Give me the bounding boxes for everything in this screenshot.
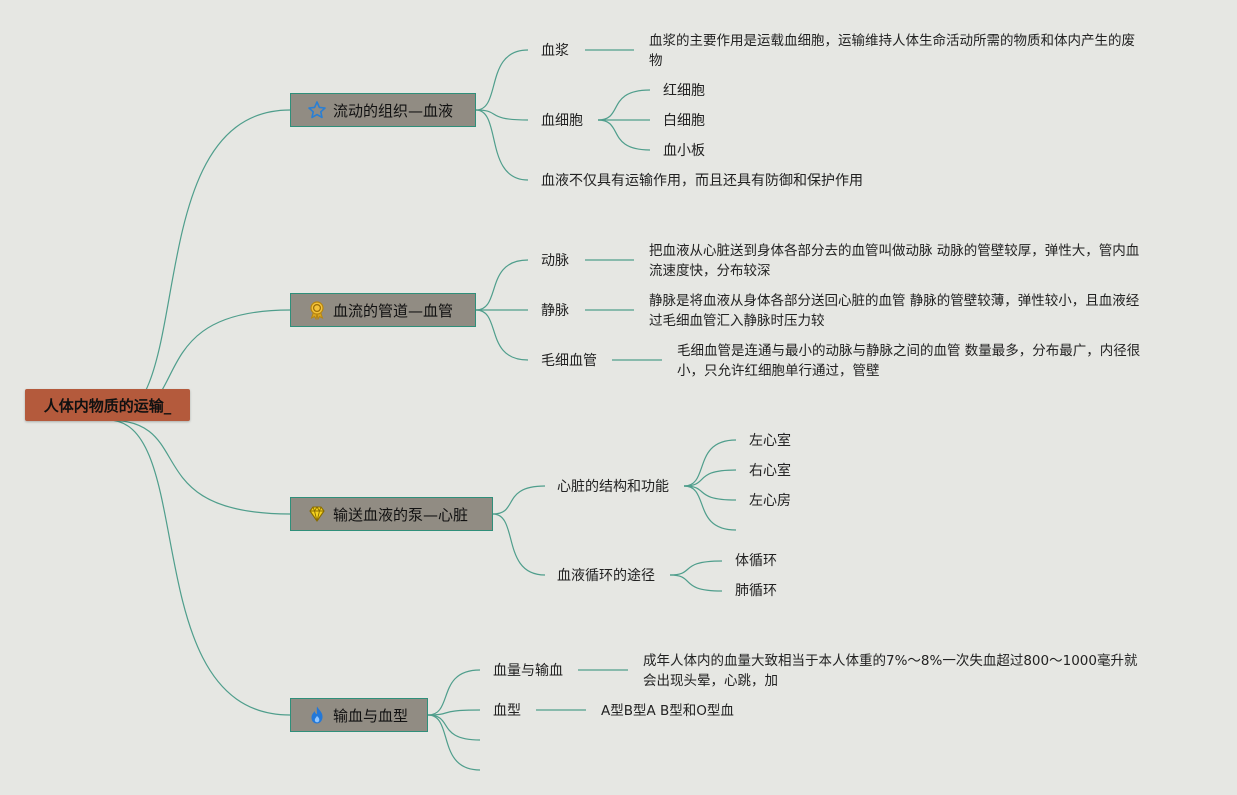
heart-child-0 [492, 485, 546, 515]
root-to-heart [107, 419, 291, 515]
blood-child-2 [475, 109, 529, 181]
circulation-leaf-1 [669, 574, 723, 592]
heart-structure-leaf-0 [683, 439, 737, 487]
vessels-child-2 [475, 309, 529, 361]
leaf-white-cells[interactable]: 白细胞 [663, 113, 705, 129]
subtopic-blood-cells[interactable]: 血细胞 [541, 113, 583, 129]
desc-blood-volume[interactable]: 成年人体内的血量大致相当于本人体重的7%～8%一次失血超过800～1000毫升就… [643, 653, 1138, 689]
blood-cells-leaf-2 [597, 119, 651, 151]
blood-cells-leaf-0 [597, 89, 651, 121]
heart-structure-leaf-2 [683, 485, 737, 501]
subtopic-artery[interactable]: 动脉 [541, 253, 569, 269]
blood-child-0 [475, 49, 529, 111]
diamond-icon [307, 504, 327, 524]
heart-structure-leaf-3 [683, 485, 737, 531]
topic-heart[interactable]: 输送血液的泵—心脏 [290, 497, 493, 531]
subtopic-vein[interactable]: 静脉 [541, 303, 569, 319]
topic-blood[interactable]: 流动的组织—血液 [290, 93, 476, 127]
desc-artery[interactable]: 把血液从心脏送到身体各部分去的血管叫做动脉 动脉的管壁较厚，弹性大，管内血流速度… [649, 243, 1140, 279]
heart-child-1 [492, 513, 546, 576]
root-to-transfusion [107, 419, 291, 716]
topic-vessels[interactable]: 血流的管道—血管 [290, 293, 476, 327]
subtopic-capillary[interactable]: 毛细血管 [541, 353, 597, 369]
star-icon [307, 100, 327, 120]
leaf-left-ventricle[interactable]: 左心室 [749, 433, 791, 449]
desc-vein[interactable]: 静脉是将血液从身体各部分送回心脏的血管 静脉的管壁较薄，弹性较小，且血液经过毛细… [649, 293, 1140, 329]
leaf-systemic-circulation[interactable]: 体循环 [735, 553, 777, 569]
flame-icon [307, 705, 327, 725]
leaf-red-cells[interactable]: 红细胞 [663, 83, 705, 99]
transfusion-child-3 [427, 714, 481, 771]
leaf-platelets[interactable]: 血小板 [663, 143, 705, 159]
transfusion-child-2 [427, 714, 481, 741]
topic-label: 血流的管道—血管 [333, 301, 454, 320]
leaf-left-atrium[interactable]: 左心房 [749, 493, 791, 509]
subtopic-plasma[interactable]: 血浆 [541, 43, 569, 59]
blood-child-1 [475, 109, 529, 121]
heart-structure-leaf-1 [683, 469, 737, 487]
subtopic-circulation[interactable]: 血液循环的途径 [557, 568, 655, 584]
desc-capillary[interactable]: 毛细血管是连通与最小的动脉与静脉之间的血管 数量最多，分布最广，内径很小，只允许… [677, 343, 1141, 379]
topic-label: 输送血液的泵—心脏 [333, 505, 469, 524]
topic-transfusion[interactable]: 输血与血型 [290, 698, 428, 732]
leaf-pulmonary-circulation[interactable]: 肺循环 [735, 583, 777, 599]
topic-label: 输血与血型 [333, 706, 409, 725]
subtopic-blood-volume[interactable]: 血量与输血 [493, 663, 563, 679]
subtopic-blood-type[interactable]: 血型 [493, 703, 521, 719]
vessels-child-0 [475, 259, 529, 311]
circulation-leaf-0 [669, 560, 723, 576]
subtopic-blood-function[interactable]: 血液不仅具有运输作用，而且还具有防御和保护作用 [541, 173, 863, 189]
subtopic-heart-structure[interactable]: 心脏的结构和功能 [557, 479, 669, 495]
desc-plasma[interactable]: 血浆的主要作用是运载血细胞，运输维持人体生命活动所需的物质和体内产生的废物 [649, 33, 1135, 69]
transfusion-child-0 [427, 669, 481, 716]
transfusion-child-1 [427, 709, 481, 716]
root-to-blood [107, 109, 291, 421]
topic-label: 流动的组织—血液 [333, 101, 454, 120]
root-topic[interactable]: 人体内物质的运输_ [25, 389, 190, 421]
medal-icon [307, 300, 327, 320]
desc-blood-type[interactable]: A型B型A B型和O型血 [601, 703, 734, 719]
leaf-right-ventricle[interactable]: 右心室 [749, 463, 791, 479]
